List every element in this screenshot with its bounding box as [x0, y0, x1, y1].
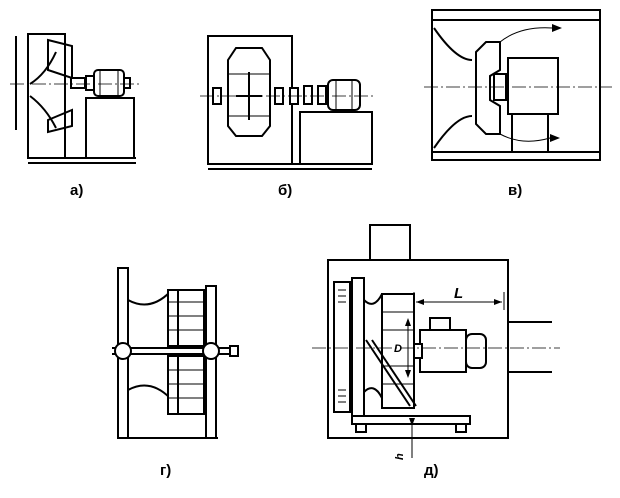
diagram-d-motor-end — [465, 333, 487, 369]
diagram-v: в) — [424, 9, 612, 199]
diagram-d-brace — [365, 339, 411, 407]
diagram-a-hub — [70, 77, 86, 89]
diagram-g-bearing-left — [114, 342, 132, 360]
dimension-h-label: h — [394, 453, 406, 460]
diagram-d-foot-right — [455, 423, 467, 433]
diagram-d-silencer — [333, 281, 351, 413]
diagram-g-inlet-top — [127, 291, 171, 306]
diagram-a-motor-shaft — [123, 77, 131, 89]
diagram-d-foot-left — [355, 423, 367, 433]
diagram-b-coupling-3 — [317, 85, 327, 105]
diagram-v-inlet-top — [433, 27, 473, 61]
diagram-v-arrow-bottom — [550, 134, 560, 142]
diagram-v-impeller — [475, 41, 501, 135]
diagram-v-motor — [507, 57, 559, 115]
diagram-g-shaft-end — [229, 345, 239, 357]
diagram-d-inlet-panel — [351, 277, 365, 417]
diagram-d-cabinet — [327, 259, 509, 439]
diagram-v-inlet-bottom — [433, 115, 473, 149]
diagram-a-impeller-bottom — [47, 108, 73, 134]
diagram-g-right-wall — [205, 285, 217, 439]
diagram-a-inlet-housing — [27, 33, 66, 159]
diagram-b-motor — [327, 79, 361, 111]
diagram-b: б) — [200, 35, 376, 199]
diagram-g-bearing-right — [202, 342, 220, 360]
diagram-g-impeller-bottom — [167, 355, 205, 415]
diagram-a: а) — [10, 33, 140, 199]
diagram-b-coupling-2 — [303, 85, 313, 105]
diagram-b-motor-base — [299, 111, 373, 165]
diagram-d-top-duct — [369, 224, 411, 261]
caption-a: а) — [70, 182, 83, 199]
caption-v: в) — [508, 182, 522, 199]
caption-d: д) — [424, 462, 439, 479]
diagram-d-motor-terminal — [429, 317, 451, 331]
dimension-L-label: L — [454, 285, 463, 302]
diagram-d-coupling — [413, 343, 423, 359]
caption-b: б) — [278, 182, 292, 199]
dimension-D-label: D — [394, 343, 402, 355]
diagram-v-arrow-top — [552, 24, 562, 32]
diagram-d-inlet-bottom — [363, 387, 383, 399]
diagram-a-inlet-curve-top — [29, 51, 57, 85]
diagram-g: г) — [112, 267, 239, 479]
diagram-g-impeller-top — [167, 289, 205, 347]
diagram-d-motor — [419, 329, 467, 373]
diagram-v-duct — [431, 9, 601, 161]
caption-g: г) — [160, 462, 171, 479]
diagram-a-inlet-curve-bottom — [29, 95, 57, 129]
diagram-v-airflow-bottom — [499, 133, 551, 142]
diagram-v-airflow-top — [499, 27, 553, 43]
diagram-a-pedestal — [85, 97, 135, 159]
diagram-a-motor — [93, 69, 125, 97]
diagram-d-inlet-top — [363, 293, 383, 305]
diagram-g-inlet-bottom — [127, 384, 171, 399]
diagram-a-coupling — [85, 75, 95, 91]
diagram-d: L D h д) — [312, 224, 560, 479]
